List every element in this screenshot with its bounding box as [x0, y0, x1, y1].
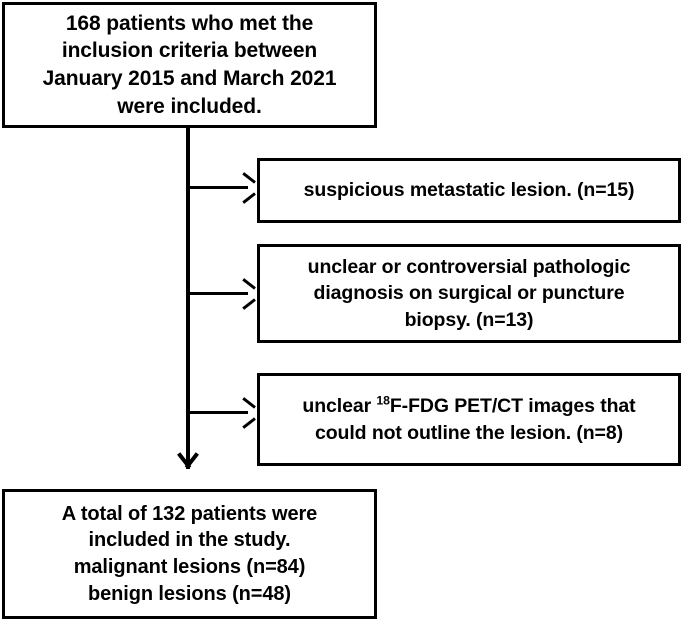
arrow-right-icon-exclusion-1	[240, 181, 254, 195]
exclusion-1-text: suspicious metastatic lesion. (n=15)	[298, 177, 641, 203]
total-line-3-malignant: malignant lesions (n=84)	[73, 556, 306, 578]
enrolled-line-4: were included.	[117, 94, 262, 118]
branch-line-exclusion-1	[188, 186, 248, 189]
total-included-text: A total of 132 patients were included in…	[56, 501, 323, 607]
trunk-vertical-line	[186, 128, 190, 469]
enrolled-line-2: inclusion criteria between	[61, 39, 318, 63]
arrow-right-icon-exclusion-3	[240, 406, 254, 420]
exclusion-3-line-2: could not outline the lesion. (n=8)	[315, 421, 623, 444]
exclusion-box-1: suspicious metastatic lesion. (n=15)	[257, 158, 681, 223]
exclusion-3-isotope-superscript: 18	[376, 393, 390, 408]
arrow-down-icon-total	[174, 458, 202, 474]
exclusion-2-text: unclear or controversial pathologic diag…	[302, 254, 637, 332]
exclusion-3-line-1-prefix: unclear	[302, 395, 377, 418]
enrolled-patients-box: 168 patients who met the inclusion crite…	[2, 2, 377, 128]
total-line-2: included in the study.	[88, 529, 291, 552]
total-included-box: A total of 132 patients were included in…	[2, 489, 377, 619]
exclusion-3-text: unclear 18F-FDG PET/CT images that could…	[296, 393, 641, 445]
exclusion-2-line-3: biopsy. (n=13)	[404, 308, 534, 331]
branch-line-exclusion-3	[188, 411, 248, 414]
total-line-4-benign: benign lesions (n=48)	[88, 582, 291, 605]
exclusion-3-line-1-suffix: F-FDG PET/CT images that	[389, 395, 636, 418]
exclusion-box-3: unclear 18F-FDG PET/CT images that could…	[257, 373, 681, 466]
exclusion-1-line-1: suspicious metastatic lesion. (n=15)	[303, 179, 635, 202]
exclusion-box-2: unclear or controversial pathologic diag…	[257, 244, 681, 343]
enrolled-line-1: 168 patients who met the	[65, 11, 314, 35]
exclusion-2-line-1: unclear or controversial pathologic	[307, 256, 631, 279]
branch-line-exclusion-2	[188, 292, 248, 295]
enrolled-patients-text: 168 patients who met the inclusion crite…	[37, 10, 343, 121]
total-line-1: A total of 132 patients were	[61, 502, 318, 525]
exclusion-2-line-2: diagnosis on surgical or puncture	[313, 282, 625, 305]
enrolled-line-3: January 2015 and March 2021	[42, 67, 337, 90]
arrow-right-icon-exclusion-2	[240, 287, 254, 301]
